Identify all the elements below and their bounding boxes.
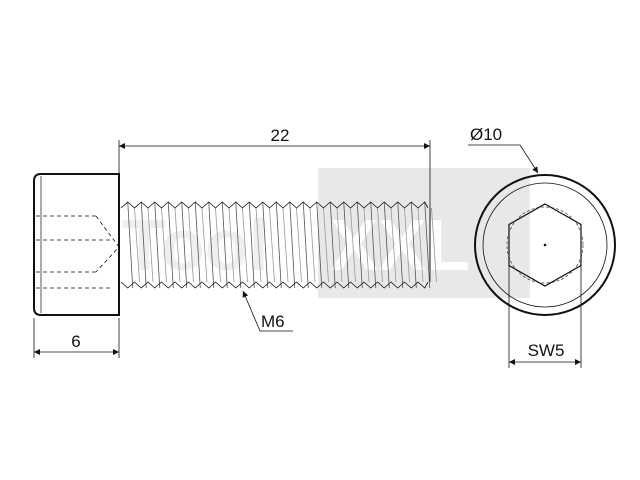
thread-root [134, 207, 140, 283]
dimension-socket [508, 266, 582, 368]
thread-flank [356, 201, 363, 289]
thread-flank [221, 201, 228, 289]
thread-root [404, 207, 410, 283]
thread-flank [370, 201, 377, 289]
thread-flank [194, 201, 201, 289]
thread-root [282, 207, 289, 283]
thread-flank [167, 201, 174, 289]
thread-flank [383, 201, 390, 289]
thread-root [228, 207, 235, 283]
dimension-head-height [33, 318, 120, 358]
thread-root [390, 207, 397, 283]
thread-flank [262, 201, 269, 289]
thread-flank [289, 201, 296, 289]
thread-root [417, 207, 424, 283]
thread-root [215, 207, 221, 283]
watermark-box [318, 168, 530, 298]
thread-root [242, 207, 248, 283]
diameter-label: Ø10 [470, 125, 502, 144]
thread-flank [127, 201, 134, 289]
thread-root [201, 207, 208, 283]
thread-flank [181, 201, 188, 289]
thread-flank [154, 201, 161, 289]
dimension-head-height-label: 6 [71, 332, 80, 351]
thread-root [174, 207, 181, 283]
thread-flank [343, 201, 350, 289]
thread-root [363, 207, 370, 283]
socket-size-label: SW5 [528, 341, 565, 360]
thread-root [269, 207, 275, 283]
thread-root [188, 207, 194, 283]
thread-flank [329, 201, 336, 289]
thread-flank [140, 201, 147, 289]
thread-profile [120, 281, 429, 289]
diameter-leader [468, 144, 539, 174]
thread-flank [302, 201, 309, 289]
watermark: Tool XXL [122, 168, 530, 298]
hex-socket [508, 203, 582, 287]
thread-label: M6 [261, 312, 285, 331]
thread-leader [242, 290, 293, 332]
thread-flank [248, 201, 255, 289]
screw-head-top-view [474, 174, 616, 316]
dimension-length-label: 22 [271, 126, 290, 145]
thread-flank [235, 201, 242, 289]
thread-root [323, 207, 329, 283]
thread-root [255, 207, 262, 283]
thread-root [147, 207, 154, 283]
thread-profile [120, 201, 429, 209]
screw-thread [120, 201, 437, 289]
watermark-text-left: Tool [122, 206, 269, 286]
thread-flank [275, 201, 282, 289]
dimension-length [118, 140, 431, 270]
thread-flank [208, 201, 215, 289]
thread-flank [397, 201, 404, 289]
thread-root [296, 207, 302, 283]
thread-root [431, 207, 437, 283]
thread-root [350, 207, 356, 283]
thread-root [336, 207, 343, 283]
thread-root [377, 207, 383, 283]
thread-root [161, 207, 167, 283]
screw-head-side [33, 173, 120, 316]
thread-flank [316, 201, 323, 289]
hidden-socket-lines [36, 215, 120, 289]
thread-flank [410, 201, 417, 289]
thread-root [309, 207, 316, 283]
thread-flank [424, 201, 431, 289]
